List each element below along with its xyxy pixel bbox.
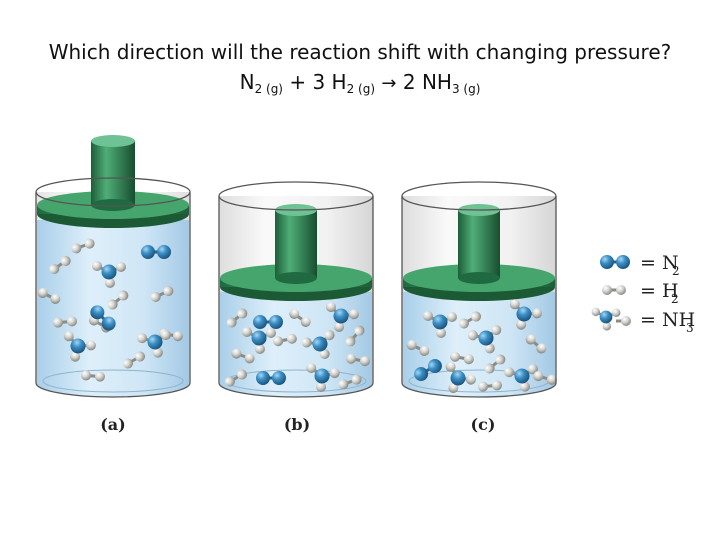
panel-label-a: (a) xyxy=(100,415,126,434)
panel-label-b: (b) xyxy=(284,415,310,434)
legend-n2: = N 2 xyxy=(598,252,680,278)
cylinder-c xyxy=(401,181,560,402)
eq-product-sub: 3 (g) xyxy=(451,82,481,96)
n2-molecule-icon xyxy=(598,253,632,271)
legend-nh3: = NH 3 xyxy=(590,306,695,335)
eq-arrow-icon: → xyxy=(381,73,397,94)
legend-h2-sub: 2 xyxy=(671,292,679,306)
reaction-equation: N2 (g) + 3 H2 (g) → 2 NH3 (g) xyxy=(0,70,720,96)
cylinder-a xyxy=(34,135,191,398)
legend-nh3-sub: 3 xyxy=(686,321,694,335)
eq-reactant-2-sub: 2 (g) xyxy=(346,82,376,96)
legend-h2-label: = H xyxy=(640,280,679,302)
eq-reactant-2: + 3 H xyxy=(289,70,347,94)
h2-molecule-icon xyxy=(600,283,628,297)
legend-h2: = H 2 xyxy=(600,280,679,306)
legend-n2-label: = N xyxy=(640,252,679,274)
legend-nh3-label: = NH xyxy=(640,309,695,331)
eq-reactant-1-sub: 2 (g) xyxy=(254,82,283,96)
panel-label-c: (c) xyxy=(471,415,496,434)
question-text: Which direction will the reaction shift … xyxy=(48,40,672,64)
legend-n2-sub: 2 xyxy=(672,264,680,278)
nh3-molecule-icon xyxy=(590,306,622,332)
cylinder-b xyxy=(218,181,374,398)
legend: = N 2 = H 2 = NH 3 xyxy=(590,252,695,335)
eq-reactant-1: N xyxy=(239,70,255,94)
eq-product: 2 NH xyxy=(402,70,452,94)
